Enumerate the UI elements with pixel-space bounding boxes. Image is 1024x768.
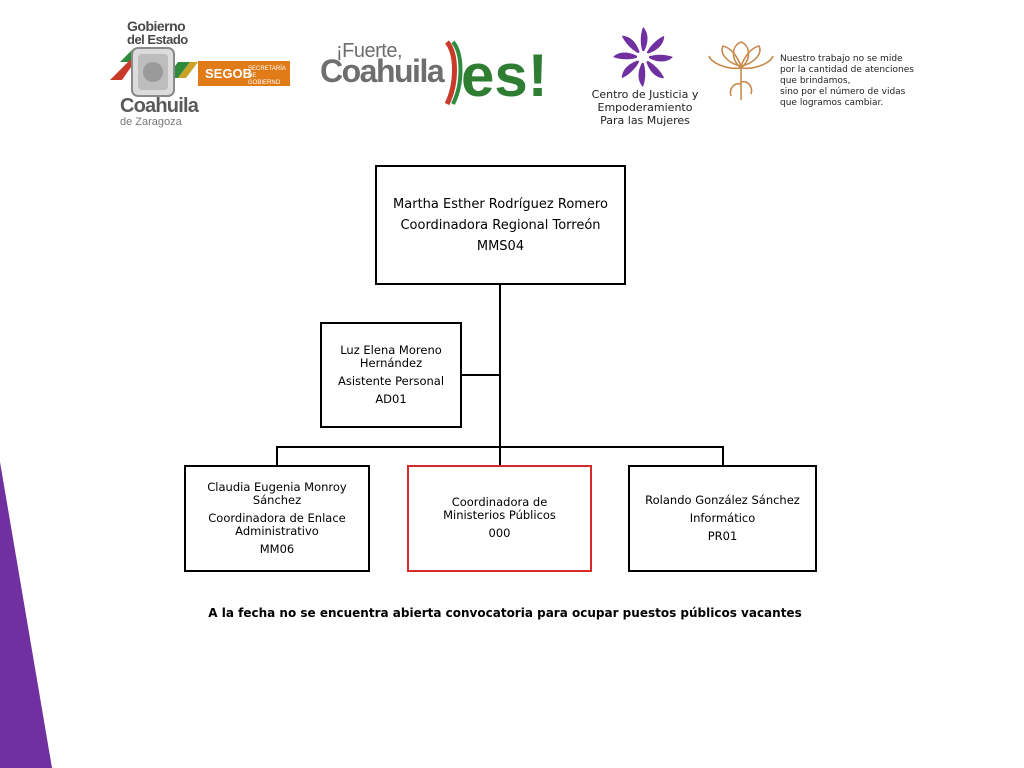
fuerte-coahuila-text: Coahuila <box>320 53 445 89</box>
svg-text:es!: es! <box>461 42 548 109</box>
segob-label: SEGOB <box>205 66 252 81</box>
connector-left-drop <box>276 446 278 466</box>
fuerte-text: ¡Fuerte, <box>336 40 403 62</box>
rose-figure-icon <box>708 41 774 100</box>
node-code: AD01 <box>375 391 407 406</box>
node-role: Coordinadora de Ministerios Públicos <box>443 495 556 522</box>
centro-justicia-flower-icon <box>613 27 673 87</box>
connector-right-drop <box>722 446 724 466</box>
node-code: 000 <box>488 526 511 540</box>
org-node-it: Rolando González Sánchez Informático PR0… <box>628 465 817 572</box>
node-name: Rolando González Sánchez <box>645 492 800 507</box>
connector-assistant <box>461 374 500 376</box>
node-name: Claudia Eugenia Monroy Sánchez <box>207 479 347 507</box>
org-node-personal-assistant: Luz Elena Moreno Hernández Asistente Per… <box>320 322 462 428</box>
fuerte-es-logo: es! <box>444 40 548 109</box>
purple-accent-bar <box>0 462 52 768</box>
node-role: Asistente Personal <box>337 373 445 388</box>
node-code: MM06 <box>259 541 295 556</box>
connector-center-drop <box>499 446 501 466</box>
node-name: Martha Esther Rodríguez Romero <box>393 196 608 212</box>
mission-quote: Nuestro trabajo no se mide por la cantid… <box>780 54 914 108</box>
segob-badge <box>198 61 290 86</box>
node-code: PR01 <box>707 528 738 543</box>
org-node-vacant-public-ministries: Coordinadora de Ministerios Públicos 000 <box>407 465 592 572</box>
node-code: MMS04 <box>476 238 525 254</box>
org-node-admin-liaison: Claudia Eugenia Monroy Sánchez Coordinad… <box>184 465 370 572</box>
node-role: Coordinadora Regional Torreón <box>400 217 601 233</box>
de-zaragoza-text: de Zaragoza <box>120 116 182 128</box>
segob-subtitle: SECRETARÍA DE GOBIERNO <box>248 66 286 86</box>
coahuila-text: Coahuila <box>120 95 199 117</box>
vacancy-notice: A la fecha no se encuentra abierta convo… <box>208 606 802 620</box>
node-name: Luz Elena Moreno Hernández <box>340 342 442 370</box>
connector-trunk <box>499 284 501 447</box>
node-role: Coordinadora de Enlace Administrativo <box>208 510 346 538</box>
centro-justicia-text: Centro de Justicia y Empoderamiento Para… <box>591 88 699 127</box>
node-role: Informático <box>689 510 756 525</box>
gobierno-text: Gobierno <box>127 18 186 34</box>
del-estado-text: del Estado <box>127 32 188 47</box>
org-node-regional-coordinator: Martha Esther Rodríguez Romero Coordinad… <box>375 165 626 285</box>
coahuila-government-logo <box>110 47 198 97</box>
